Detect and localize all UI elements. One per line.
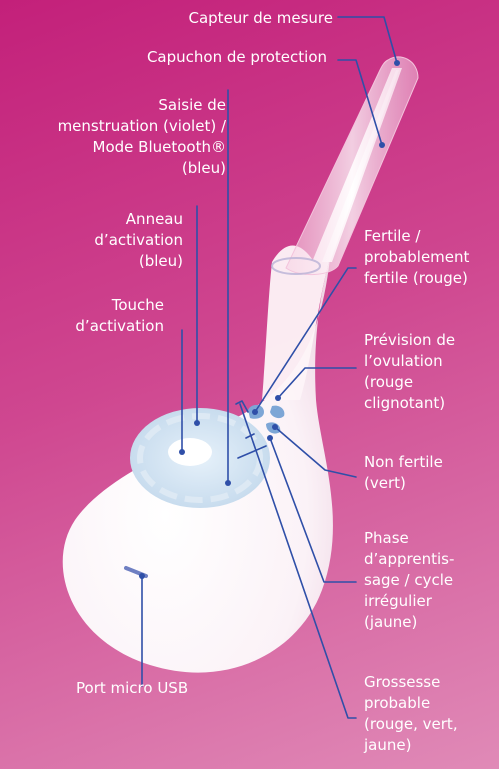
label-not-fertile: Non fertile (vert) — [364, 452, 443, 494]
label-learning-phase: Phase d’apprentis- sage / cycle irréguli… — [364, 528, 454, 633]
label-ovulation-forecast: Prévision de l’ovulation (rouge clignota… — [364, 330, 455, 414]
leader-measurement-sensor — [338, 17, 397, 63]
label-activation-ring: Anneau d’activation (bleu) — [94, 209, 183, 272]
label-measurement-sensor: Capteur de mesure — [189, 8, 334, 29]
activation-button-shape — [168, 438, 212, 466]
label-fertile: Fertile / probablement fertile (rouge) — [364, 226, 469, 289]
label-micro-usb-port: Port micro USB — [76, 678, 188, 699]
label-protective-cap: Capuchon de protection — [147, 47, 327, 68]
label-activation-button: Touche d’activation — [75, 295, 164, 337]
label-probable-pregnancy: Grossesse probable (rouge, vert, jaune) — [364, 672, 458, 756]
label-menstruation-entry: Saisie de menstruation (violet) / Mode B… — [58, 95, 226, 179]
